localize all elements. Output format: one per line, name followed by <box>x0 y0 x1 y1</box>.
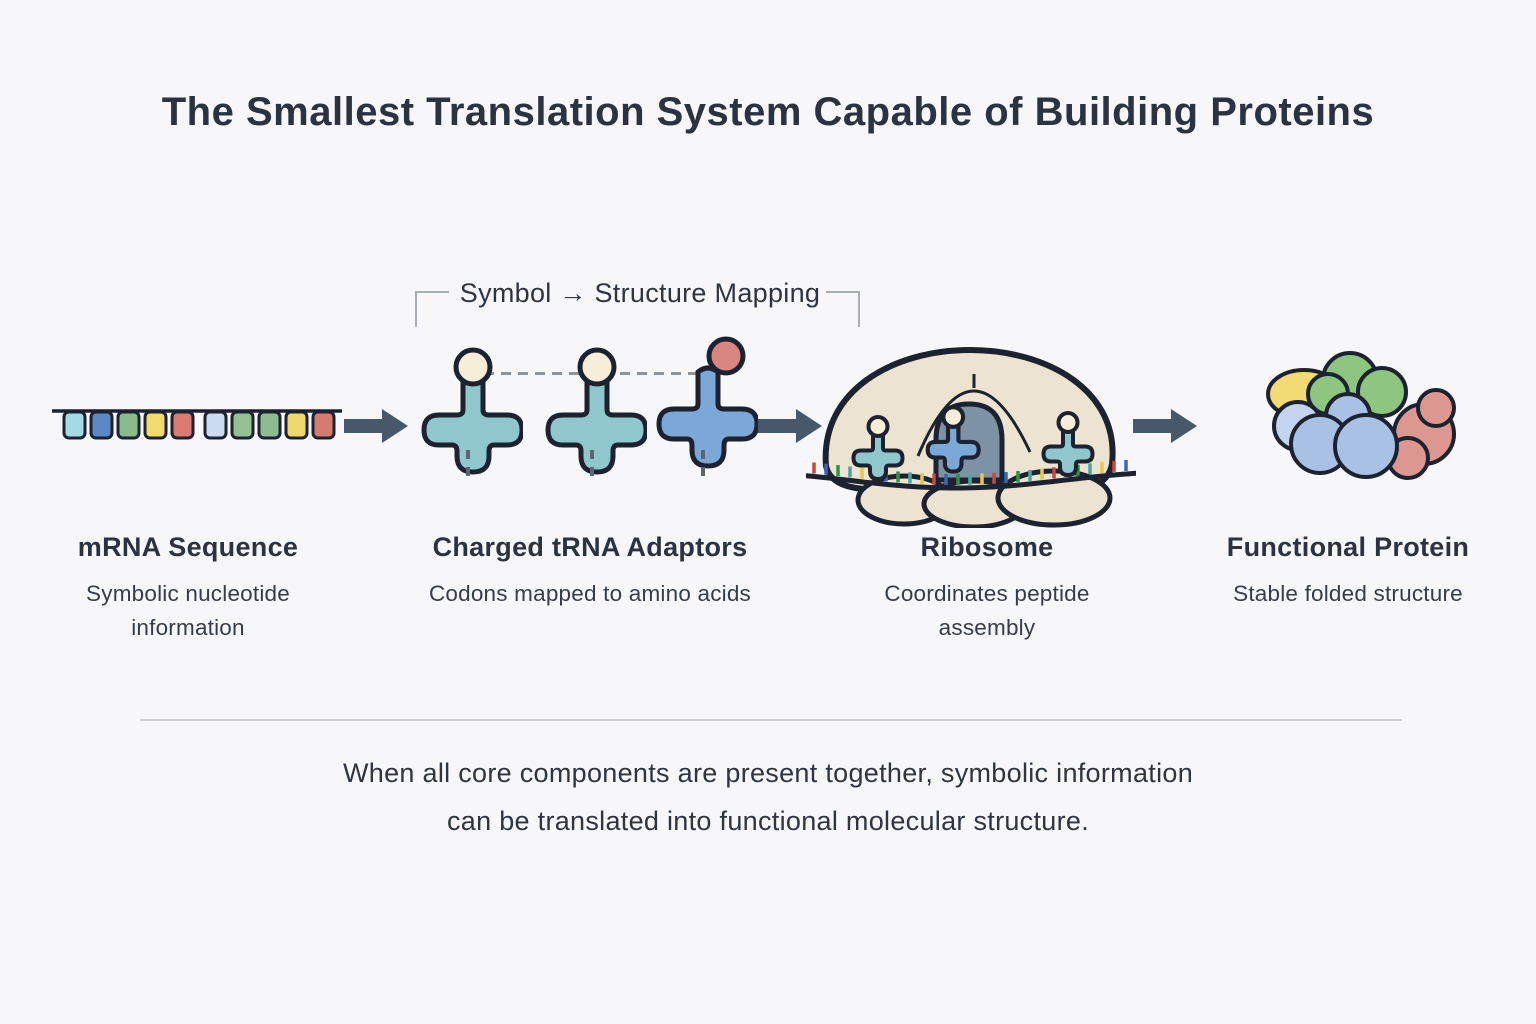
stage-label-protein: Functional Protein Stable folded structu… <box>1178 532 1518 611</box>
trna-anticodon-dashes <box>590 450 594 482</box>
bracket-right-corner <box>826 291 860 327</box>
amino-acid-head <box>453 347 493 387</box>
trna-body <box>421 371 523 475</box>
arrow-right-icon <box>1133 409 1197 443</box>
trna-anticodon-dashes <box>701 450 705 482</box>
stage-subtitle: Coordinates peptide assembly <box>884 581 1090 640</box>
trna-adaptor-teal-2 <box>545 347 647 475</box>
exit-arch-line <box>916 389 1032 457</box>
caption-line-2: can be translated into functional molecu… <box>446 806 1090 836</box>
protein-lobe-green <box>1356 366 1408 418</box>
page-title: The Smallest Translation System Capable … <box>161 90 1375 134</box>
trna-anticodon-dashes <box>466 450 470 482</box>
trna-adaptor-blue <box>656 336 758 469</box>
stage-title: Functional Protein <box>1226 532 1470 562</box>
caption-line-1: When all core components are present tog… <box>342 758 1194 788</box>
stage-subtitle: Codons mapped to amino acids <box>428 581 752 606</box>
mrna-nucleotide-blocks <box>62 410 336 440</box>
ribosome-trna-teal <box>1041 411 1095 478</box>
stage-label-mrna: mRNA Sequence Symbolic nucleotide inform… <box>38 532 338 645</box>
divider-line <box>140 719 1402 721</box>
amino-acid-head <box>577 347 617 387</box>
trna-body <box>656 365 758 469</box>
arrow-right-icon <box>758 409 822 443</box>
stage-title: Ribosome <box>920 532 1054 562</box>
stage-label-trna: Charged tRNA Adaptors Codons mapped to a… <box>390 532 790 611</box>
mrna-strand-line <box>806 470 1136 491</box>
ribosome-trna-blue <box>925 405 981 474</box>
amino-acid-head-red <box>706 336 746 376</box>
arrow-right-icon <box>344 409 408 443</box>
mapping-bracket-label: Symbol → Structure Mapping <box>459 278 821 308</box>
mrna-strip-graphic <box>52 409 342 440</box>
stage-title: mRNA Sequence <box>77 532 299 562</box>
protein-graphic <box>1266 351 1456 480</box>
bracket-left-corner <box>415 291 449 327</box>
stage-subtitle: Stable folded structure <box>1233 581 1463 606</box>
stage-label-ribosome: Ribosome Coordinates peptide assembly <box>837 532 1137 645</box>
trna-body <box>545 371 647 475</box>
ribosome-trna-teal <box>851 415 905 482</box>
ribosome-graphic <box>806 346 1136 528</box>
stage-title: Charged tRNA Adaptors <box>432 532 748 562</box>
protein-lobe-red <box>1416 388 1456 428</box>
stage-subtitle: Symbolic nucleotide information <box>86 581 290 640</box>
protein-lobe-blue <box>1333 413 1399 479</box>
trna-adaptor-teal-1 <box>421 347 523 475</box>
